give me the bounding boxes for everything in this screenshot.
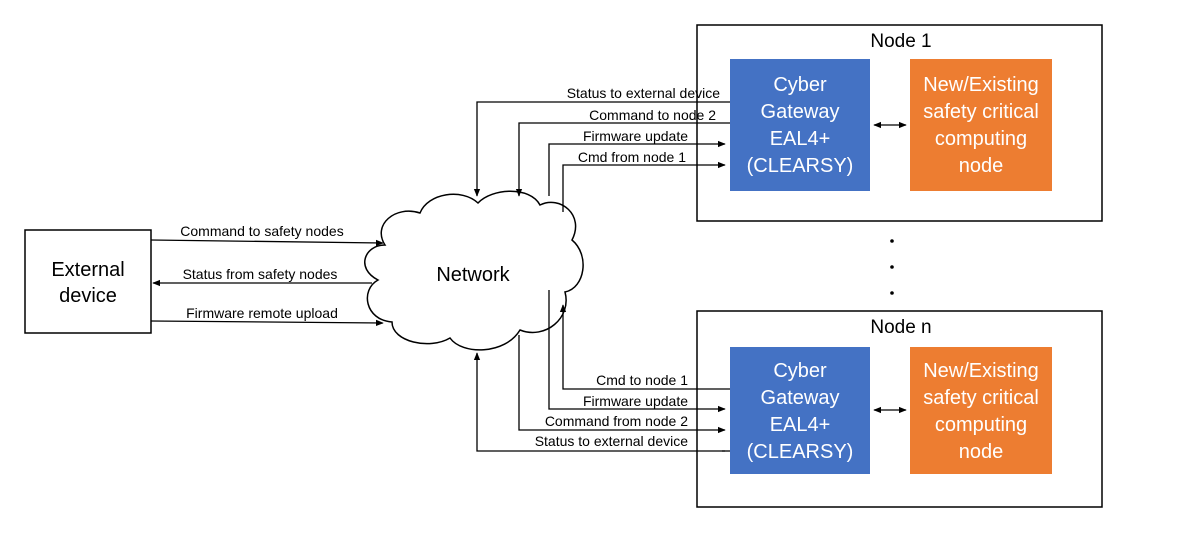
node-n-safety-line1: New/Existing [923, 360, 1039, 382]
node-1-links: Status to external device Command to nod… [473, 85, 730, 212]
node-n-gateway [730, 347, 870, 474]
ext-link-command: Command to safety nodes [150, 223, 384, 247]
network-label: Network [436, 264, 510, 286]
node-n-title: Node n [870, 317, 931, 338]
node-1-safety-line1: New/Existing [923, 74, 1039, 96]
firmware-remote-upload-label: Firmware remote upload [186, 305, 338, 321]
command-to-safety-label: Command to safety nodes [180, 223, 343, 239]
node-1: Node 1 Cyber Gateway EAL4+ (CLEARSY) New… [696, 24, 1103, 222]
node-1-gateway-line1: Cyber [773, 74, 827, 96]
node-1-gateway-line3: EAL4+ [770, 128, 831, 150]
node-1-title: Node 1 [870, 31, 931, 52]
n1-command-to-node2-label: Command to node 2 [589, 107, 716, 123]
node-n-gateway-line2: Gateway [761, 387, 840, 409]
node-n: Node n Cyber Gateway EAL4+ (CLEARSY) New… [696, 310, 1103, 508]
node-n-safety-line4: node [959, 441, 1004, 463]
node-n-gateway-line3: EAL4+ [770, 414, 831, 436]
ext-link-status: Status from safety nodes [152, 266, 372, 287]
node-n-links: Cmd to node 1 Firmware update Command fr… [473, 290, 730, 452]
node-ellipsis [890, 239, 894, 295]
n1-cmd-from-node1-label: Cmd from node 1 [578, 149, 686, 165]
node-n-gateway-line4: (CLEARSY) [747, 441, 854, 463]
external-device: External device [24, 229, 152, 334]
nn-command-from-node2-label: Command from node 2 [545, 413, 688, 429]
status-from-safety-label: Status from safety nodes [183, 266, 338, 282]
node-1-gateway [730, 59, 870, 191]
n1-status-to-external-label: Status to external device [567, 85, 721, 101]
n1-firmware-update-label: Firmware update [583, 128, 688, 144]
node-n-gateway-line1: Cyber [773, 360, 827, 382]
nn-firmware-update-label: Firmware update [583, 393, 688, 409]
node-n-safety-line2: safety critical [923, 387, 1039, 409]
node-n-safety-line3: computing [935, 414, 1027, 436]
node-1-safety-line4: node [959, 155, 1004, 177]
ext-link-firmware: Firmware remote upload [150, 305, 384, 327]
external-device-label-1: External [51, 259, 124, 281]
node-1-gateway-line2: Gateway [761, 101, 840, 123]
network-cloud: Network [364, 190, 584, 351]
node-n-safety [910, 347, 1052, 474]
node-1-safety-line3: computing [935, 128, 1027, 150]
nn-status-to-external-label: Status to external device [535, 433, 689, 449]
node-1-gateway-line4: (CLEARSY) [747, 155, 854, 177]
node-1-safety-line2: safety critical [923, 101, 1039, 123]
external-device-label-2: device [59, 285, 117, 307]
node-1-safety [910, 59, 1052, 191]
nn-cmd-to-node1-label: Cmd to node 1 [596, 372, 688, 388]
